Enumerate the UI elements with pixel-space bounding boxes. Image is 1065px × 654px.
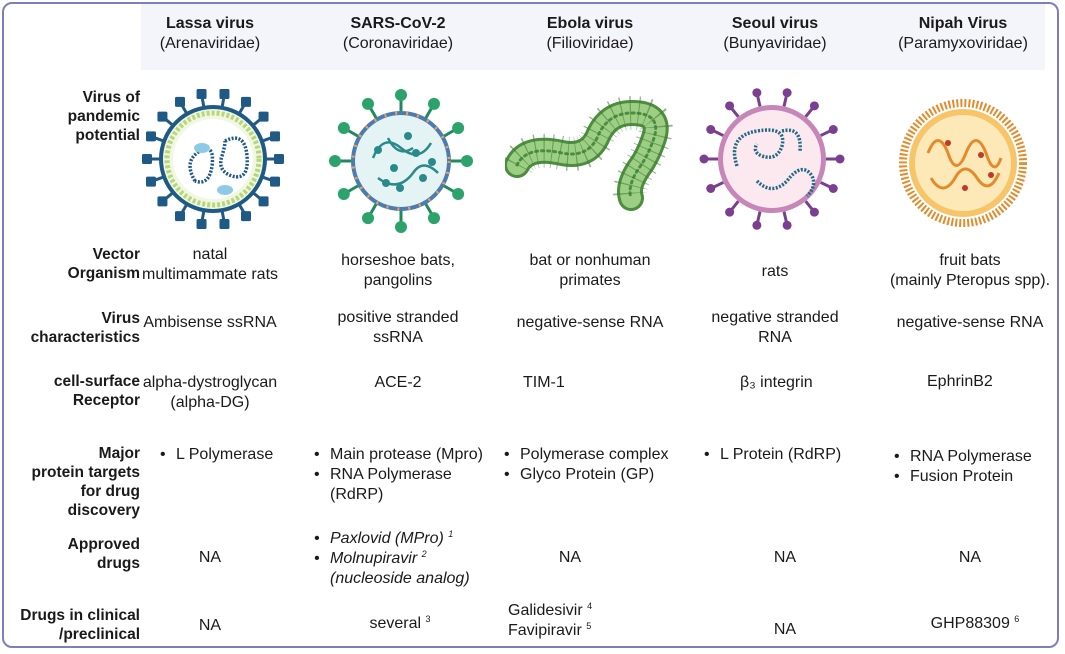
vector-sars: horseshoe bats,pangolins (341, 252, 455, 289)
header-band (141, 4, 1045, 70)
list-item: Polymerase complex (502, 445, 692, 465)
characteristics-ebola: negative-sense RNA (516, 314, 664, 331)
nipah-virus-illustration (899, 99, 1027, 227)
characteristics-nipah: negative-sense RNA (896, 314, 1044, 331)
clinical-lassa: NA (198, 617, 222, 634)
targets-seoul: L Protein (RdRP) (702, 445, 872, 465)
targets-nipah: RNA PolymeraseFusion Protein (892, 447, 1052, 487)
clinical-sars: several 3 (369, 614, 431, 633)
clinical-ebola: Galidesivir 4 Favipiravir 5 (508, 601, 593, 640)
targets-lassa: L Polymerase (158, 445, 308, 465)
receptor-ebola: TIM-1 (523, 374, 565, 391)
list-item: Paxlovid (MPro) 1 (312, 529, 502, 549)
virus-name: Lassa virus (165, 15, 255, 32)
list-item: Main protease (Mpro) (312, 445, 502, 465)
virus-family: (Filioviridae) (546, 35, 634, 52)
receptor-lassa: alpha-dystroglycan(alpha-DG) (142, 374, 278, 411)
seoul-virus-illustration (699, 88, 845, 230)
virus-name: Ebola virus (546, 15, 634, 32)
approved-nipah: NA (958, 549, 982, 566)
list-item: L Protein (RdRP) (702, 445, 872, 465)
header-ebola: Ebola virus (Filioviridae) (510, 14, 670, 54)
receptor-sars: ACE-2 (374, 374, 422, 391)
clinical-nipah: GHP88309 6 (930, 614, 1020, 633)
approved-lassa: NA (198, 549, 222, 566)
virus-family: (Paramyxoviridae) (898, 35, 1028, 52)
vector-nipah: fruit bats(mainly Pteropus spp). (889, 252, 1051, 289)
header-sars: SARS-CoV-2 (Coronaviridae) (318, 14, 478, 54)
list-item: RNA Polymerase (RdRP) (312, 465, 502, 505)
receptor-seoul: β₃ integrin (740, 374, 813, 391)
virus-family: (Coronaviridae) (342, 35, 454, 52)
header-seoul: Seoul virus (Bunyaviridae) (695, 14, 855, 54)
list-item: Glyco Protein (GP) (502, 465, 692, 485)
virus-name: Nipah Virus (918, 15, 1008, 32)
approved-sars: Paxlovid (MPro) 1 Molnupiravir 2(nucleos… (312, 529, 502, 589)
row-label-clinical: Drugs in clinical/preclinical (20, 607, 140, 643)
list-item: Fusion Protein (892, 467, 1052, 487)
characteristics-lassa: Ambisense ssRNA (143, 314, 277, 331)
targets-sars: Main protease (Mpro)RNA Polymerase (RdRP… (312, 445, 502, 505)
targets-ebola: Polymerase complexGlyco Protein (GP) (502, 445, 692, 485)
list-item: Molnupiravir 2(nucleoside analog) (312, 549, 502, 589)
approved-seoul: NA (773, 549, 797, 566)
virus-family: (Bunyaviridae) (723, 35, 827, 52)
vector-seoul: rats (761, 263, 789, 280)
receptor-nipah: EphrinB2 (927, 373, 993, 390)
list-item: RNA Polymerase (892, 447, 1052, 467)
lassa-virus-illustration (142, 89, 284, 229)
virus-family: (Arenaviridae) (159, 35, 261, 52)
clinical-seoul: NA (773, 621, 797, 638)
header-nipah: Nipah Virus (Paramyxoviridae) (883, 14, 1043, 54)
virus-name: SARS-CoV-2 (350, 15, 446, 32)
ebola-virus-illustration (505, 95, 673, 211)
approved-ebola: NA (558, 549, 582, 566)
sars-cov-2-illustration (329, 89, 473, 233)
header-lassa: Lassa virus (Arenaviridae) (130, 14, 290, 54)
list-item: L Polymerase (158, 445, 308, 465)
virus-name: Seoul virus (731, 15, 819, 32)
